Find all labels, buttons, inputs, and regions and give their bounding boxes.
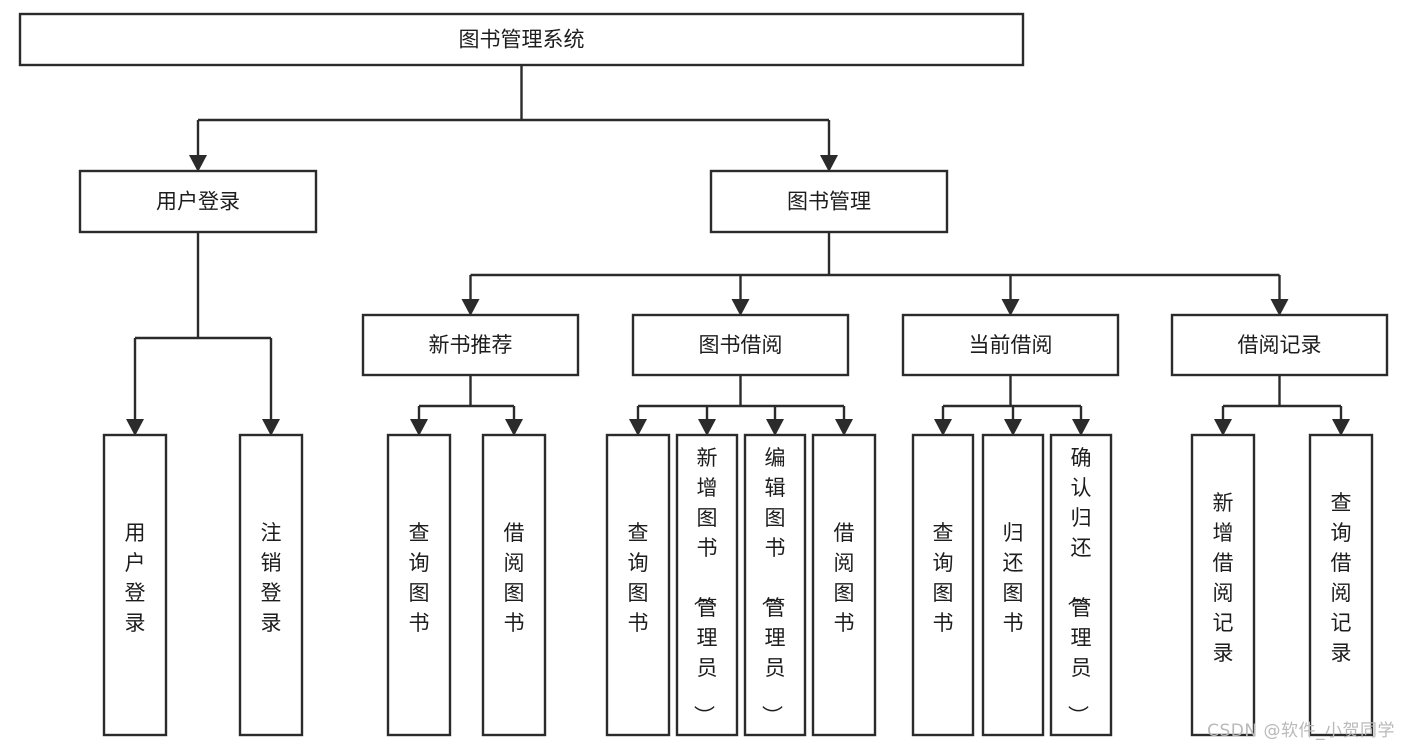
node-box-leaf-query-borrow-record (1308, 433, 1374, 737)
node-label-leaf-query-borrow-record: 查询借阅记录 (1331, 491, 1352, 665)
node-leaf-return-book[interactable]: 归还图书 (981, 433, 1045, 737)
node-label-leaf-borrow-book-recommend: 借阅图书 (504, 521, 525, 635)
arrow-head-icon (1004, 419, 1022, 436)
arrow-head-icon (505, 419, 523, 436)
node-box-leaf-query-book-current (911, 433, 975, 737)
node-leaf-borrow-book[interactable]: 借阅图书 (811, 433, 877, 737)
node-label-leaf-confirm-return-admin: 确认归还（管理员） (1066, 446, 1092, 726)
arrow-head-icon (410, 419, 428, 436)
node-leaf-query-book-recommend[interactable]: 查询图书 (386, 433, 452, 737)
node-box-leaf-borrow-book (811, 433, 877, 737)
node-box-leaf-edit-book-admin (743, 433, 807, 737)
node-leaf-add-borrow-record[interactable]: 新增借阅记录 (1190, 433, 1256, 737)
node-box-user-login (78, 169, 318, 234)
arrow-head-icon (262, 419, 280, 436)
node-label-leaf-query-book-borrow: 查询图书 (628, 521, 649, 635)
node-label-user-login: 用户登录 (156, 190, 240, 214)
node-user-login[interactable]: 用户登录 (78, 169, 318, 234)
node-label-book-borrow: 图书借阅 (699, 333, 783, 357)
arrow-head-icon (461, 299, 480, 316)
node-leaf-edit-book-admin[interactable]: 编辑图书（管理员） (743, 433, 807, 737)
arrow-head-icon (820, 155, 838, 172)
node-label-book-management: 图书管理 (787, 190, 871, 214)
node-label-new-book-recommend: 新书推荐 (429, 333, 513, 357)
node-box-root (18, 12, 1025, 67)
node-leaf-query-book-current[interactable]: 查询图书 (911, 433, 975, 737)
node-box-leaf-logout-login (238, 433, 304, 737)
node-label-root: 图书管理系统 (459, 28, 585, 52)
arrow-head-icon (629, 419, 647, 436)
node-label-leaf-add-book-admin: 新增图书（管理员） (692, 446, 718, 726)
node-label-current-borrow: 当前借阅 (969, 333, 1053, 357)
node-label-leaf-query-book-current: 查询图书 (933, 521, 954, 635)
node-book-management[interactable]: 图书管理 (709, 169, 949, 234)
node-leaf-user-login[interactable]: 用户登录 (102, 433, 168, 737)
arrow-head-icon (1214, 419, 1232, 436)
node-layer: 图书管理系统用户登录图书管理新书推荐图书借阅当前借阅借阅记录用户登录注销登录查询… (18, 12, 1389, 737)
node-new-book-recommend[interactable]: 新书推荐 (361, 313, 580, 377)
arrow-head-icon (731, 299, 750, 316)
node-box-leaf-confirm-return-admin (1049, 433, 1113, 737)
node-box-leaf-add-borrow-record (1190, 433, 1256, 737)
connector-group-user-login (126, 232, 280, 436)
node-box-leaf-borrow-book-recommend (481, 433, 547, 737)
connector-group-book-management (461, 232, 1289, 316)
node-box-leaf-query-book-recommend (386, 433, 452, 737)
node-box-current-borrow (901, 313, 1120, 377)
node-root[interactable]: 图书管理系统 (18, 12, 1025, 67)
node-leaf-add-book-admin[interactable]: 新增图书（管理员） (675, 433, 739, 737)
arrow-head-icon (934, 419, 952, 436)
arrow-head-icon (189, 155, 207, 172)
node-leaf-logout-login[interactable]: 注销登录 (238, 433, 304, 737)
arrow-head-icon (1332, 419, 1350, 436)
arrow-head-icon (1001, 299, 1020, 316)
arrow-head-icon (1072, 419, 1090, 436)
connector-group-borrow-record (1214, 375, 1350, 436)
node-book-borrow[interactable]: 图书借阅 (631, 313, 850, 377)
connector-group-book-borrow (629, 375, 853, 436)
node-box-leaf-return-book (981, 433, 1045, 737)
arrow-head-icon (698, 419, 716, 436)
node-label-leaf-borrow-book: 借阅图书 (834, 521, 855, 635)
node-box-leaf-user-login (102, 433, 168, 737)
node-label-leaf-logout-login: 注销登录 (261, 521, 282, 635)
node-box-book-borrow (631, 313, 850, 377)
arrow-head-icon (126, 419, 144, 436)
node-leaf-borrow-book-recommend[interactable]: 借阅图书 (481, 433, 547, 737)
connector-group-new-book-recommend (410, 375, 523, 436)
arrow-head-icon (835, 419, 853, 436)
node-leaf-query-book-borrow[interactable]: 查询图书 (605, 433, 671, 737)
node-box-leaf-query-book-borrow (605, 433, 671, 737)
connector-layer (126, 65, 1350, 436)
node-label-leaf-query-book-recommend: 查询图书 (409, 521, 430, 635)
node-leaf-confirm-return-admin[interactable]: 确认归还（管理员） (1049, 433, 1113, 737)
node-box-borrow-record (1170, 313, 1389, 377)
connector-group-current-borrow (934, 375, 1090, 436)
node-label-leaf-user-login: 用户登录 (125, 521, 146, 635)
node-label-leaf-add-borrow-record: 新增借阅记录 (1213, 491, 1234, 665)
node-label-leaf-edit-book-admin: 编辑图书（管理员） (760, 446, 786, 726)
node-box-new-book-recommend (361, 313, 580, 377)
node-leaf-query-borrow-record[interactable]: 查询借阅记录 (1308, 433, 1374, 737)
arrow-head-icon (1270, 299, 1289, 316)
node-borrow-record[interactable]: 借阅记录 (1170, 313, 1389, 377)
node-box-book-management (709, 169, 949, 234)
arrow-head-icon (766, 419, 784, 436)
node-label-borrow-record: 借阅记录 (1238, 333, 1322, 357)
node-current-borrow[interactable]: 当前借阅 (901, 313, 1120, 377)
connector-group-root (189, 65, 838, 172)
node-box-leaf-add-book-admin (675, 433, 739, 737)
node-label-leaf-return-book: 归还图书 (1003, 521, 1024, 635)
